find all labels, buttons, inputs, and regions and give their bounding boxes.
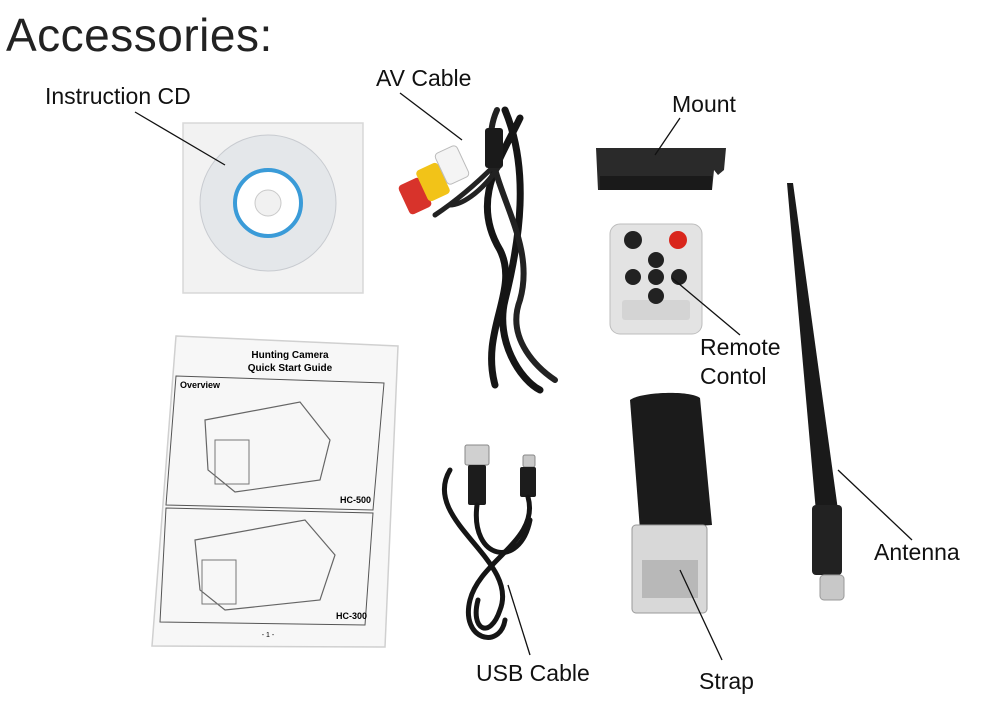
strap — [630, 392, 712, 614]
manual-model-2: HC-300 — [336, 611, 367, 621]
label-strap: Strap — [699, 668, 754, 694]
antenna — [787, 183, 845, 601]
label-instruction-cd: Instruction CD — [45, 83, 191, 109]
leader-strap — [679, 569, 723, 661]
manual-section: Overview — [180, 380, 221, 390]
leader-lines — [134, 92, 913, 661]
quick-start-manual: Hunting Camera Quick Start Guide Overvie… — [151, 335, 399, 648]
label-remote-control: Remote Contol — [700, 333, 781, 391]
leader-usb-cable — [507, 584, 531, 656]
usb-cable — [441, 444, 536, 640]
instruction-cd — [182, 122, 364, 294]
leader-antenna — [837, 469, 913, 541]
label-remote-line2: Contol — [700, 362, 767, 389]
leader-remote — [671, 277, 741, 336]
av-cable — [398, 106, 558, 394]
label-remote-line1: Remote — [700, 334, 781, 360]
page-title: Accessories: — [6, 9, 273, 61]
manual-model-1: HC-500 — [340, 495, 371, 505]
label-usb-cable: USB Cable — [476, 660, 590, 686]
label-mount: Mount — [672, 91, 736, 117]
mount — [596, 148, 726, 190]
manual-title-1: Hunting Camera — [251, 350, 329, 361]
label-antenna: Antenna — [874, 539, 960, 565]
leader-instruction-cd — [134, 111, 226, 166]
label-av-cable: AV Cable — [376, 65, 472, 91]
manual-title-2: Quick Start Guide — [248, 363, 333, 374]
leader-av-cable — [399, 92, 463, 141]
leader-mount — [654, 117, 681, 156]
manual-page: - 1 - — [262, 632, 275, 639]
remote-control — [609, 223, 703, 335]
